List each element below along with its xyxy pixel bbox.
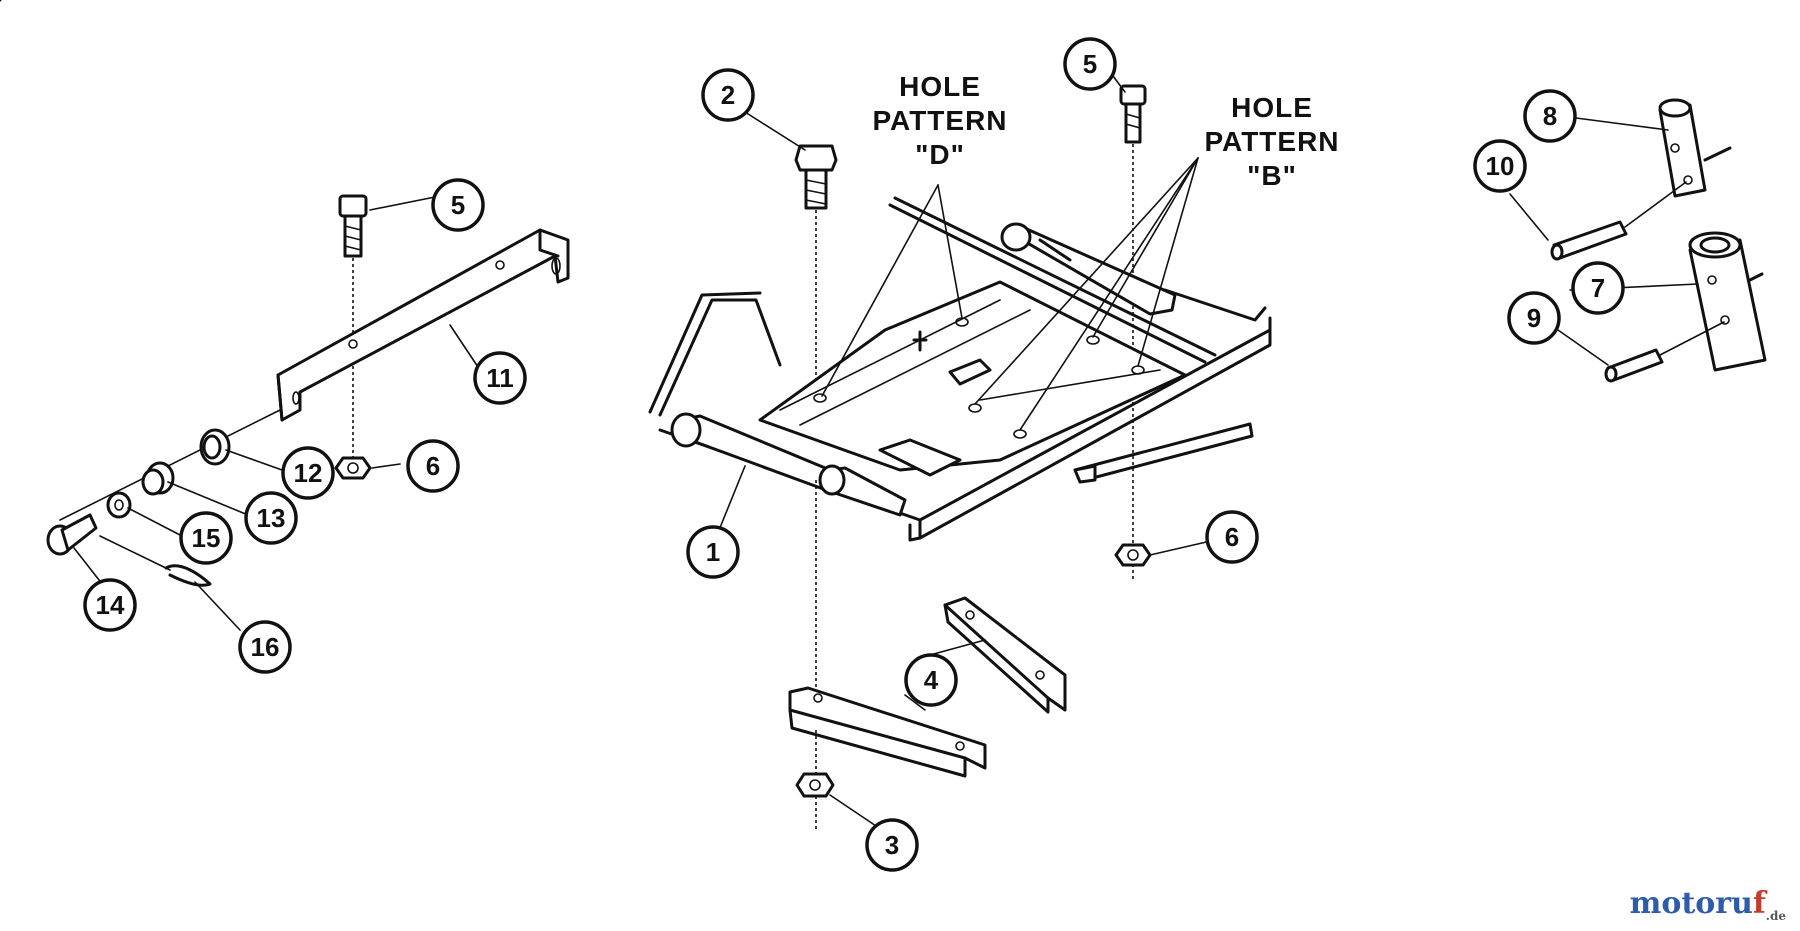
callout-11: 11	[473, 351, 527, 405]
callout-3: 3	[865, 818, 919, 872]
nut-center	[1114, 543, 1152, 567]
callout-4: 4	[904, 653, 958, 707]
callout-10: 10	[1473, 139, 1527, 193]
watermark-logo: motoruf.de	[1630, 886, 1786, 923]
callout-1: 1	[686, 525, 740, 579]
right-pivot-assembly	[1550, 98, 1767, 383]
watermark-suffix: .de	[1765, 909, 1786, 923]
bolt-2	[794, 144, 838, 400]
nut-3	[795, 772, 835, 798]
mounting-brackets	[788, 480, 1067, 830]
callout-16: 16	[238, 620, 292, 674]
callout-12-number: 12	[294, 458, 323, 488]
callout-16-number: 16	[251, 632, 280, 662]
callout-13: 13	[244, 491, 298, 545]
watermark-accent: f	[1752, 886, 1766, 921]
callout-1-number: 1	[706, 537, 720, 567]
callout-8: 8	[1523, 89, 1577, 143]
callout-9: 9	[1507, 291, 1561, 345]
hole-pattern-b-label: HOLE PATTERN "B"	[1204, 92, 1339, 191]
hole-pattern-b-line3: "B"	[1247, 160, 1297, 191]
bolt-left	[338, 194, 368, 460]
hole-pattern-b-line2: PATTERN	[1204, 126, 1339, 157]
seat-frame	[0, 0, 1272, 580]
hole-pattern-d-line3: "D"	[915, 139, 965, 170]
hole-pattern-d-label: HOLE PATTERN "D"	[872, 71, 1007, 170]
callout-bubbles: 1 2 3 4 5 5 6 6 7 8 9 10 11 12 13 14 15 …	[83, 37, 1625, 872]
callout-15: 15	[179, 511, 233, 565]
callout-9-number: 9	[1527, 303, 1541, 333]
callout-13-number: 13	[257, 503, 286, 533]
bracket-11	[276, 228, 570, 422]
callout-4-number: 4	[924, 665, 939, 695]
leader-lines	[73, 71, 1699, 833]
callout-14-number: 14	[96, 590, 125, 620]
callout-11-number: 11	[486, 363, 514, 393]
callout-14: 14	[83, 578, 137, 632]
hole-pattern-b-line1: HOLE	[1231, 92, 1313, 123]
callout-6-left-number: 6	[426, 451, 440, 481]
callout-6-center-number: 6	[1225, 522, 1239, 552]
callout-5-left-number: 5	[451, 190, 465, 220]
callout-5-left: 5	[431, 178, 485, 232]
hole-pattern-d-line1: HOLE	[899, 71, 981, 102]
callout-6-center: 6	[1205, 510, 1259, 564]
callout-6-left: 6	[406, 439, 460, 493]
callout-5-center: 5	[1063, 37, 1117, 91]
callout-15-number: 15	[192, 523, 221, 553]
left-bracket-assembly	[46, 194, 570, 587]
hole-pattern-d-line2: PATTERN	[872, 105, 1007, 136]
callout-10-number: 10	[1486, 151, 1515, 181]
nut-left	[334, 456, 372, 480]
bolt-center	[1119, 84, 1147, 580]
callout-3-number: 3	[885, 830, 899, 860]
callout-12: 12	[281, 446, 335, 500]
watermark-main: motoru	[1629, 886, 1753, 921]
callout-8-number: 8	[1543, 101, 1557, 131]
callout-2-number: 2	[721, 80, 735, 110]
hardware-chain-left	[46, 409, 281, 587]
callout-2: 2	[701, 68, 755, 122]
callout-5-center-number: 5	[1083, 49, 1097, 79]
callout-7-number: 7	[1591, 273, 1605, 303]
callout-7: 7	[1571, 261, 1625, 315]
